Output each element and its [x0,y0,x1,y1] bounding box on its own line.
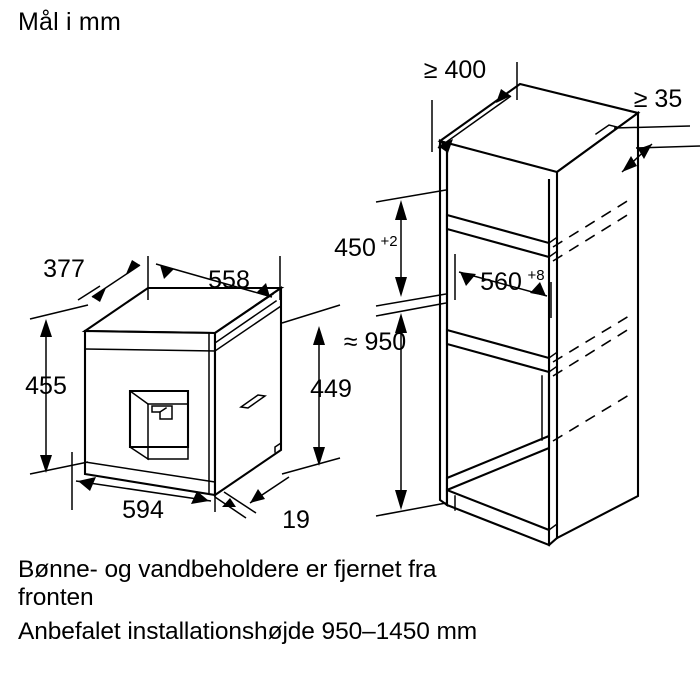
appliance-drawing [81,286,285,497]
appliance-dimension-labels: 377 558 455 449 594 19 [25,255,352,534]
note-line-1: Bønne- og vandbeholdere er fjernet fra [18,556,437,583]
dim-clearance-400: ≥ 400 [424,56,486,84]
note-line-2: fronten [18,584,94,611]
dim-clearance-35: ≥ 35 [634,85,682,113]
dim-width-594: 594 [122,496,164,524]
dim-offset-19: 19 [282,506,310,534]
dim-450-value: 450 [334,234,376,262]
dim-450-tolerance: +2 [380,233,397,250]
appliance-dimension-lines [29,256,341,519]
dim-niche-width-560: 560 +8 [480,267,544,296]
cabinet-drawing [437,82,641,547]
cabinet-dimension-lines [375,62,700,517]
dim-height-449: 449 [310,375,352,403]
dim-depth-377: 377 [43,255,85,283]
page-title: Mål i mm [18,8,121,36]
note-line-3: Anbefalet installationshøjde 950–1450 mm [18,618,478,645]
dim-560-tolerance: +8 [527,267,544,284]
dim-560-value: 560 [480,268,522,296]
dim-height-455: 455 [25,372,67,400]
dim-install-height-950: ≈ 950 [344,328,406,356]
cabinet-dimension-labels: ≥ 400 ≥ 35 450 +2 ≈ 950 560 +8 [334,56,682,356]
dim-niche-height-450: 450 +2 [334,233,397,262]
dim-width-558: 558 [208,266,250,294]
